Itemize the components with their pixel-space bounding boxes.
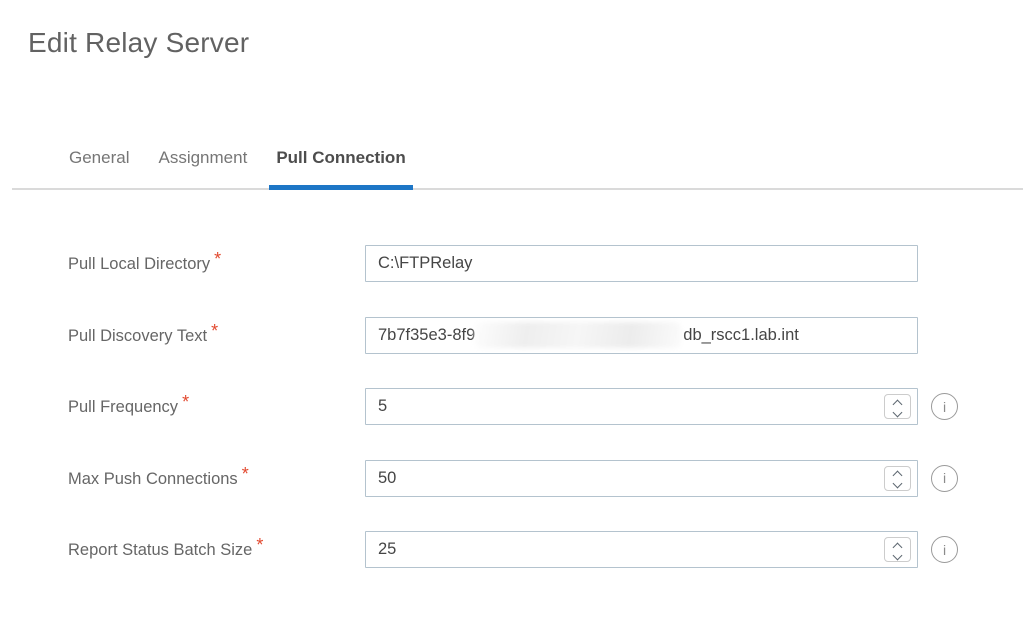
number-stepper[interactable] xyxy=(884,465,911,491)
field-control: i xyxy=(365,388,958,425)
tab-general[interactable]: General xyxy=(69,148,130,167)
label-text: Pull Local Directory xyxy=(68,255,211,273)
required-asterisk: * xyxy=(182,392,190,412)
field-control: i xyxy=(365,459,958,497)
field-control xyxy=(365,245,918,282)
redacted-text-blur xyxy=(475,322,682,348)
field-label: Max Push Connections* xyxy=(68,464,365,489)
tab-pull-connection[interactable]: Pull Connection xyxy=(269,148,413,190)
form-row-pull-discovery-text: Pull Discovery Text* 7b7f35e3-8f9 db_rsc… xyxy=(68,316,1023,354)
label-text: Max Push Connections xyxy=(68,469,238,488)
field-label: Report Status Batch Size* xyxy=(68,535,365,560)
required-asterisk: * xyxy=(211,320,219,341)
tab-bar: General Assignment Pull Connection xyxy=(12,148,1023,190)
pull-local-directory-input[interactable] xyxy=(365,245,918,282)
field-label: Pull Local Directory* xyxy=(68,249,365,274)
info-icon[interactable]: i xyxy=(931,536,958,563)
report-status-batch-size-input[interactable] xyxy=(365,531,918,568)
form-row-pull-frequency: Pull Frequency* i xyxy=(68,388,1023,425)
label-text: Pull Frequency xyxy=(68,398,179,416)
field-label: Pull Discovery Text* xyxy=(68,321,365,346)
pull-frequency-input[interactable] xyxy=(365,388,918,425)
required-asterisk: * xyxy=(256,535,264,555)
page-title: Edit Relay Server xyxy=(28,27,250,58)
info-icon[interactable]: i xyxy=(931,393,958,420)
discovery-text-visible-end: db_rscc1.lab.int xyxy=(683,325,799,344)
field-control: i xyxy=(365,531,958,568)
chevron-down-icon[interactable] xyxy=(892,407,903,417)
pull-connection-form: Pull Local Directory* Pull Discovery Tex… xyxy=(68,245,1023,568)
tab-assignment[interactable]: Assignment xyxy=(158,148,248,167)
chevron-down-icon[interactable] xyxy=(892,550,903,560)
label-text: Report Status Batch Size xyxy=(68,541,253,559)
form-row-report-status-batch-size: Report Status Batch Size* i xyxy=(68,531,1023,568)
field-control: 7b7f35e3-8f9 db_rscc1.lab.int xyxy=(365,316,918,354)
chevron-down-icon[interactable] xyxy=(892,478,903,489)
required-asterisk: * xyxy=(241,463,249,484)
discovery-text-visible-start: 7b7f35e3-8f9 xyxy=(378,325,476,344)
form-row-max-push-connections: Max Push Connections* i xyxy=(68,459,1023,497)
form-row-pull-local-directory: Pull Local Directory* xyxy=(68,245,1023,282)
max-push-connections-input[interactable] xyxy=(365,459,918,497)
number-stepper[interactable] xyxy=(884,394,911,419)
info-icon[interactable]: i xyxy=(931,464,958,492)
label-text: Pull Discovery Text xyxy=(68,326,208,345)
number-stepper[interactable] xyxy=(884,537,911,562)
pull-discovery-text-input[interactable]: 7b7f35e3-8f9 db_rscc1.lab.int xyxy=(365,316,918,354)
field-label: Pull Frequency* xyxy=(68,392,365,417)
required-asterisk: * xyxy=(214,249,222,269)
